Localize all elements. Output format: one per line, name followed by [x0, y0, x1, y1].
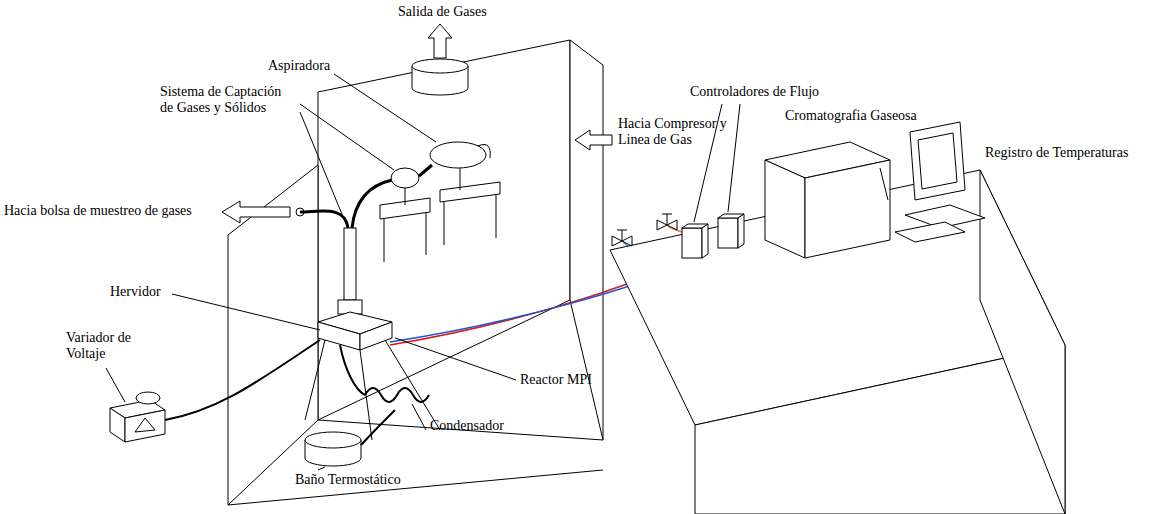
compressor-arrow: [575, 130, 612, 150]
part-label: Hacia bolsa de muestreo de gases: [4, 203, 192, 219]
part-label: Salida de Gases: [398, 4, 487, 20]
power-cable: [165, 340, 320, 420]
leader-line: [334, 74, 436, 142]
valves: [612, 214, 677, 246]
part-label: Registro de Temperaturas: [985, 145, 1128, 161]
reactor: [305, 300, 440, 440]
regulator-knob: [136, 392, 160, 404]
vacuum-body: [430, 142, 486, 168]
valve-handle: [662, 214, 672, 215]
part-label: Hervidor: [110, 284, 161, 300]
gas-chromatograph: [765, 142, 890, 258]
flow-controller-side: [702, 224, 708, 258]
hood-floor-edge: [228, 470, 603, 505]
part-label: Sistema de Captación de Gases y Sólidos: [160, 84, 298, 116]
part-label: Condensador: [430, 418, 504, 434]
leader-line: [412, 404, 426, 430]
bath-top: [305, 432, 361, 448]
part-label: Controladores de Flujo: [690, 84, 819, 100]
duct-top: [412, 59, 468, 73]
gc-side: [765, 160, 805, 258]
flow-controller: [718, 218, 738, 248]
valve-handle: [617, 230, 627, 231]
part-label: Hacia Compresor y Linea de Gas: [618, 116, 743, 148]
leader-line: [172, 294, 320, 330]
leader-line: [300, 104, 394, 170]
valve-stem: [667, 214, 668, 225]
condenser-tube: [340, 345, 365, 395]
part-label: Variador de Voltaje: [66, 330, 138, 362]
computer: [895, 122, 985, 242]
monitor-screen: [918, 133, 957, 189]
part-label: Reactor MPI: [520, 372, 592, 388]
sample-bag-arrow: [222, 201, 290, 223]
tripod-leg: [385, 340, 440, 430]
exhaust-duct: [412, 24, 468, 95]
stand-leg: [426, 212, 427, 255]
keyboard: [895, 222, 965, 242]
leader-line: [318, 467, 325, 470]
regulator-side: [110, 408, 125, 442]
stand-top: [440, 182, 500, 202]
part-label: Cromatografia Gaseosa: [785, 108, 917, 124]
thermostatic-bath: [305, 410, 395, 466]
part-label: Aspiradora: [268, 58, 330, 74]
part-label: Baño Termostático: [295, 472, 401, 488]
hood-back-wall: [318, 40, 570, 420]
regulator-front: [125, 410, 165, 442]
capture-system: [300, 142, 500, 300]
leader-line: [106, 368, 125, 402]
flow-controllers: [682, 214, 744, 258]
valve-stem: [622, 230, 623, 241]
regulator-dial: [135, 418, 155, 432]
stand-leg: [384, 219, 385, 262]
stand-leg: [496, 194, 497, 238]
boiler-front: [360, 322, 392, 350]
condenser-coil: [365, 388, 429, 402]
stand-rod: [460, 168, 461, 190]
flow-controller-side: [738, 214, 744, 248]
voltage-regulator: [110, 340, 320, 442]
capture-tube: [344, 228, 356, 300]
stand-rod: [405, 188, 406, 205]
fume-hood: [228, 40, 603, 505]
monitor: [910, 122, 965, 200]
vacuum-handle: [478, 145, 490, 159]
gc-detail: [880, 168, 888, 200]
vacuum-hose: [419, 165, 432, 176]
leader-line: [728, 104, 740, 212]
exhaust-arrow: [428, 24, 452, 58]
leader-line: [395, 338, 516, 380]
bath-hose: [361, 410, 395, 445]
flow-controller: [682, 228, 702, 258]
sample-tube: [300, 211, 348, 228]
condenser: [340, 345, 429, 402]
boiler-side: [318, 322, 360, 350]
stand-leg: [444, 202, 445, 245]
leader-line: [300, 112, 346, 224]
gc-front: [805, 160, 890, 258]
bench-side: [980, 170, 1065, 514]
filter-trap: [391, 168, 419, 188]
tripod-leg: [305, 340, 325, 420]
